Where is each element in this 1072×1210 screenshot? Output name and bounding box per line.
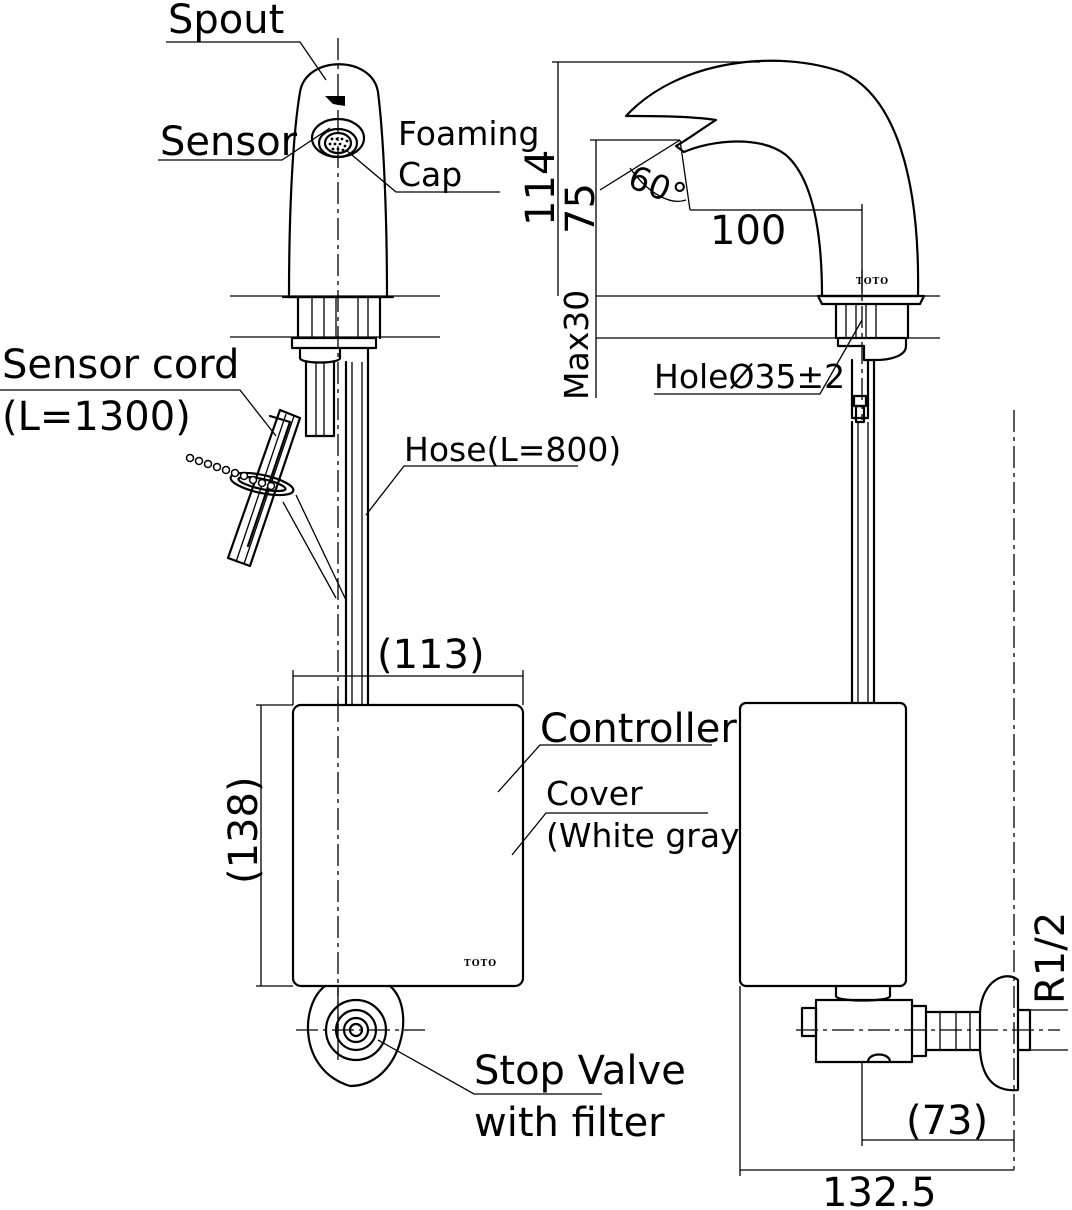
label-cover: Cover (White gray) <box>511 774 752 856</box>
dim-132-5-label: 132.5 <box>822 1170 937 1210</box>
label-hose: Hose(L=800) <box>365 430 621 516</box>
front-view: TOTO (113) (138) Spout <box>0 0 752 1146</box>
label-spout: Spout <box>166 0 327 81</box>
svg-text:Foaming: Foaming <box>398 114 539 153</box>
svg-text:Spout: Spout <box>168 0 284 43</box>
label-hole: HoleØ35±2 <box>654 319 863 396</box>
angle-60: 60° <box>599 139 692 215</box>
label-sensor: Sensor <box>158 119 331 165</box>
svg-text:with filter: with filter <box>474 1100 665 1146</box>
side-controller-box <box>738 701 908 988</box>
stop-valve <box>296 984 425 1088</box>
label-controller: Controller <box>497 706 737 793</box>
spout-shank <box>296 295 382 340</box>
svg-text:(L=1300): (L=1300) <box>2 394 191 440</box>
svg-text:Hose(L=800): Hose(L=800) <box>404 430 621 469</box>
side-spout-logo: TOTO <box>856 277 889 287</box>
dim-r12-label: R1/2 <box>1028 912 1072 1004</box>
dim-73: (73) <box>861 1062 1014 1146</box>
dim-max30-label: Max30 <box>557 290 596 400</box>
svg-text:Controller: Controller <box>540 706 737 752</box>
dim-138: (138) <box>221 704 293 987</box>
dim-100-label: 100 <box>710 208 786 254</box>
dim-132-5: 132.5 <box>739 986 1014 1210</box>
dim-138-label: (138) <box>221 776 267 884</box>
svg-text:Cover: Cover <box>546 774 643 813</box>
controller-logo: TOTO <box>464 959 497 969</box>
cord-connector <box>304 360 336 438</box>
svg-text:(White gray): (White gray) <box>546 816 752 855</box>
dim-113-label: (113) <box>377 632 485 678</box>
dim-max30: Max30 <box>557 290 597 400</box>
label-foaming-cap: Foaming Cap <box>345 114 539 194</box>
dim-75-label: 75 <box>558 183 604 234</box>
dim-114: 114 <box>518 61 760 296</box>
svg-text:Sensor: Sensor <box>160 119 298 165</box>
spout-body <box>287 63 389 299</box>
svg-text:Sensor cord: Sensor cord <box>2 342 239 388</box>
logo-mark-icon <box>325 96 345 106</box>
label-sensor-cord: Sensor cord (L=1300) <box>0 342 277 440</box>
svg-text:HoleØ35±2: HoleØ35±2 <box>654 357 845 396</box>
svg-text:Stop Valve: Stop Valve <box>474 1048 686 1094</box>
mount-nut <box>290 336 378 350</box>
side-spout-body <box>624 59 920 298</box>
dim-100: 100 <box>690 204 863 296</box>
dim-75: 75 <box>558 139 680 296</box>
dim-114-label: 114 <box>518 150 564 226</box>
controller-box <box>291 703 525 988</box>
side-stop-valve <box>796 975 1060 1092</box>
angle-60-label: 60° <box>623 157 692 215</box>
dim-113: (113) <box>292 632 524 705</box>
side-hose <box>850 358 876 707</box>
side-view: TOTO <box>518 59 1072 1210</box>
hose <box>344 346 370 707</box>
sensor-cord-bundle <box>185 408 347 601</box>
dim-73-label: (73) <box>906 1098 988 1144</box>
svg-text:Cap: Cap <box>398 155 462 194</box>
dim-r12: R1/2 <box>1028 912 1072 1051</box>
label-stop-valve: Stop Valve with filter <box>377 1039 686 1146</box>
